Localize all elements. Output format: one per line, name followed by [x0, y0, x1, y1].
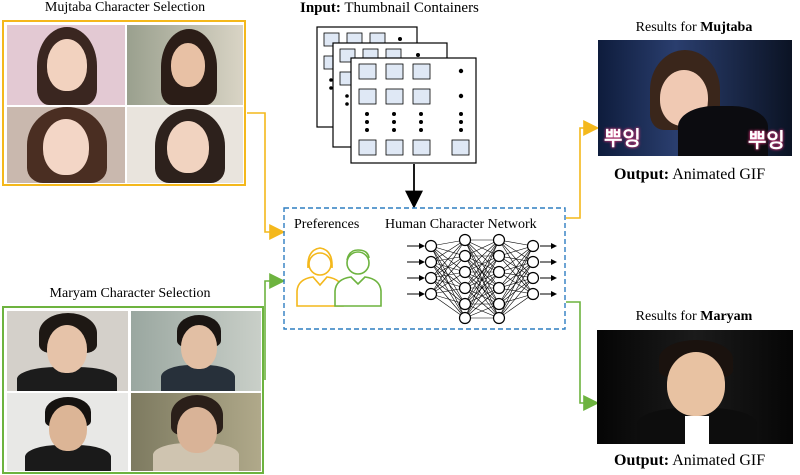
network-node — [526, 271, 540, 285]
network-node — [458, 281, 472, 295]
gif-caption-right: 뿌잉 — [748, 128, 785, 152]
maryam-input-connector — [264, 273, 286, 380]
preferences-label: Preferences — [294, 217, 360, 232]
maryam-character-photo-1 — [7, 311, 128, 391]
network-node — [492, 297, 506, 311]
mujtaba-character-photo-1 — [7, 25, 125, 105]
male-user-icon — [334, 249, 382, 307]
input-label: Input: Thumbnail Containers — [300, 0, 479, 16]
network-node — [458, 233, 472, 247]
network-node — [526, 287, 540, 301]
maryam-panel-title: Maryam Character Selection — [49, 286, 211, 301]
network-node — [526, 255, 540, 269]
maryam-output-label: Output: Animated GIF — [614, 452, 766, 469]
maryam-result-gif — [597, 330, 793, 444]
network-node — [424, 287, 438, 301]
mujtaba-output-label: Output: Animated GIF — [614, 166, 766, 183]
mujtaba-result-gif: 뿌잉 뿌잉 — [598, 40, 792, 156]
network-node — [424, 239, 438, 253]
maryam-selection-panel — [2, 306, 264, 474]
network-node — [492, 281, 506, 295]
maryam-output-connector — [566, 301, 600, 411]
mujtaba-character-photo-2 — [127, 25, 243, 105]
network-node — [458, 311, 472, 325]
maryam-character-photo-4 — [131, 393, 261, 471]
mujtaba-character-photo-3 — [7, 107, 125, 183]
neural-network-icon — [407, 233, 557, 325]
user-preferences-icon — [296, 247, 382, 307]
network-node — [424, 255, 438, 269]
mujtaba-results-title: Results for Mujtaba — [635, 20, 753, 35]
network-name-label: Human Character Network — [385, 217, 537, 232]
network-node — [526, 239, 540, 253]
maryam-results-title: Results for Maryam — [635, 309, 753, 324]
network-node — [458, 265, 472, 279]
network-node — [492, 249, 506, 263]
network-node — [492, 265, 506, 279]
thumbnail-container-front — [350, 57, 477, 164]
network-node — [492, 233, 506, 247]
gif-caption-left: 뿌잉 — [604, 126, 641, 150]
network-node — [424, 271, 438, 285]
mujtaba-output-connector — [566, 120, 600, 219]
mujtaba-character-photo-4 — [127, 107, 243, 183]
maryam-character-photo-3 — [7, 393, 128, 471]
network-box — [283, 207, 566, 330]
mujtaba-panel-title: Mujtaba Character Selection — [44, 0, 206, 15]
mujtaba-input-connector — [247, 112, 286, 240]
mujtaba-selection-panel — [2, 20, 246, 186]
network-node — [458, 297, 472, 311]
network-node — [458, 249, 472, 263]
network-node — [492, 311, 506, 325]
maryam-character-photo-2 — [131, 311, 261, 391]
